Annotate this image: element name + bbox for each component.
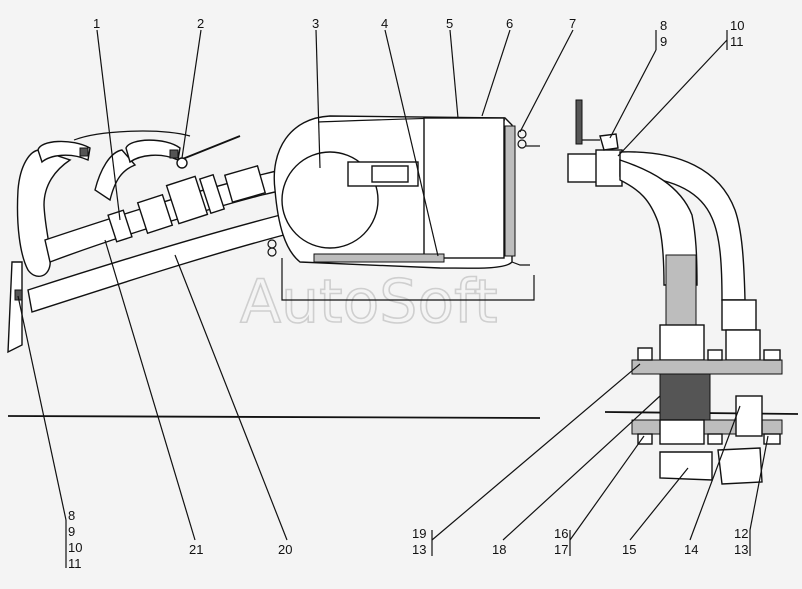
valve-body xyxy=(165,175,209,225)
body-upper-left xyxy=(659,324,705,361)
bolt-head-1 xyxy=(637,347,653,361)
pipe-inner-bend xyxy=(619,159,698,286)
valve-stem xyxy=(735,395,763,437)
body-upper-right xyxy=(725,329,761,361)
callout-4: 4 xyxy=(381,16,388,31)
callout-2: 2 xyxy=(197,16,204,31)
leader-18 xyxy=(502,395,661,541)
nut-1 xyxy=(637,433,653,445)
leader-bottom-left xyxy=(17,295,67,521)
leader-2 xyxy=(181,29,202,159)
ground-line-left xyxy=(7,415,541,419)
callout-5: 5 xyxy=(446,16,453,31)
callout-10-bottom: 10 xyxy=(68,540,82,555)
leader-6 xyxy=(481,29,511,117)
callout-9-bottom: 9 xyxy=(68,524,75,539)
callout-17: 17 xyxy=(554,542,568,557)
chain-link-left xyxy=(267,247,277,257)
callout-14: 14 xyxy=(684,542,698,557)
top-clamp-right xyxy=(125,139,181,164)
callout-21: 21 xyxy=(189,542,203,557)
callout-10-top: 10 xyxy=(730,18,744,33)
callout-20: 20 xyxy=(278,542,292,557)
leader-lines xyxy=(17,29,769,568)
leader-1 xyxy=(96,29,121,221)
bent-pipe-outer xyxy=(16,149,72,277)
chain-link-right xyxy=(517,139,527,149)
callout-16: 16 xyxy=(554,526,568,541)
leader-14 xyxy=(689,405,741,541)
leader-7 xyxy=(519,29,574,133)
tank-end-plate xyxy=(504,125,516,257)
valve-nut xyxy=(198,173,226,215)
nut-2 xyxy=(707,433,723,445)
right-pipe-assembly xyxy=(567,99,783,485)
callout-6: 6 xyxy=(506,16,513,31)
valve-handle xyxy=(179,135,241,161)
callout-15: 15 xyxy=(622,542,636,557)
nut-3 xyxy=(763,433,781,445)
bottom-flange xyxy=(7,261,23,354)
watermark: AutoSoft xyxy=(240,267,498,337)
lower-pipe-stub-left xyxy=(659,451,713,481)
lower-pipe-stub-right xyxy=(717,447,763,485)
callout-labels: 1 2 3 4 5 6 7 8 9 10 11 8 9 10 11 21 20 … xyxy=(68,16,748,571)
bolt-head-3 xyxy=(763,349,781,361)
leader-21 xyxy=(104,239,196,541)
callout-8-top: 8 xyxy=(660,18,667,33)
tank-base-edge xyxy=(511,261,530,266)
clamp-bolt-right xyxy=(169,149,179,159)
leader-4 xyxy=(384,29,439,257)
callout-11-top: 11 xyxy=(730,34,744,49)
leader-20 xyxy=(174,254,288,541)
leader-16-17 xyxy=(569,435,645,541)
callout-12: 12 xyxy=(734,526,748,541)
callout-3: 3 xyxy=(312,16,319,31)
handle-pivot xyxy=(176,157,188,169)
leader-3 xyxy=(315,29,321,169)
tank-support-frame xyxy=(281,258,535,301)
flange-top xyxy=(631,359,783,375)
leader-15 xyxy=(629,467,689,541)
chain-hook-right xyxy=(517,129,527,139)
tank-inlet-tip xyxy=(371,165,409,183)
tank-base-plate xyxy=(313,253,445,263)
hose-coupling-1 xyxy=(107,209,133,243)
thread-section-left xyxy=(665,254,697,326)
clamp-bolt-left xyxy=(79,147,89,157)
top-clamp-left xyxy=(37,140,91,164)
hose-fitting xyxy=(223,164,267,204)
leader-12-13 xyxy=(749,435,769,531)
callout-11-bottom: 11 xyxy=(68,556,82,571)
callout-9-top: 9 xyxy=(660,34,667,49)
leader-5 xyxy=(449,29,459,119)
leader-8-9-top xyxy=(609,49,657,139)
valve-core xyxy=(659,373,711,421)
callout-13-right: 13 xyxy=(734,542,748,557)
leader-10-11-top xyxy=(617,39,728,157)
callout-13-left: 13 xyxy=(412,542,426,557)
bracket-strap xyxy=(73,130,191,141)
lower-spigot xyxy=(659,419,705,445)
callout-8-bottom: 8 xyxy=(68,508,75,523)
top-clamp-block xyxy=(567,153,601,183)
callout-1: 1 xyxy=(93,16,100,31)
bolt-head-2 xyxy=(707,349,723,361)
leader-19-13 xyxy=(431,363,641,541)
callout-19: 19 xyxy=(412,526,426,541)
clamp-nut xyxy=(599,133,619,151)
callout-7: 7 xyxy=(569,16,576,31)
thread-section-right xyxy=(721,299,757,331)
hose-coupling-2 xyxy=(136,193,174,235)
chain-hook-left xyxy=(267,239,277,249)
top-clamp-collar xyxy=(595,149,623,187)
tank-assembly xyxy=(267,115,540,301)
mount-plate xyxy=(575,99,583,145)
callout-18: 18 xyxy=(492,542,506,557)
tank-filter-block xyxy=(423,117,505,259)
